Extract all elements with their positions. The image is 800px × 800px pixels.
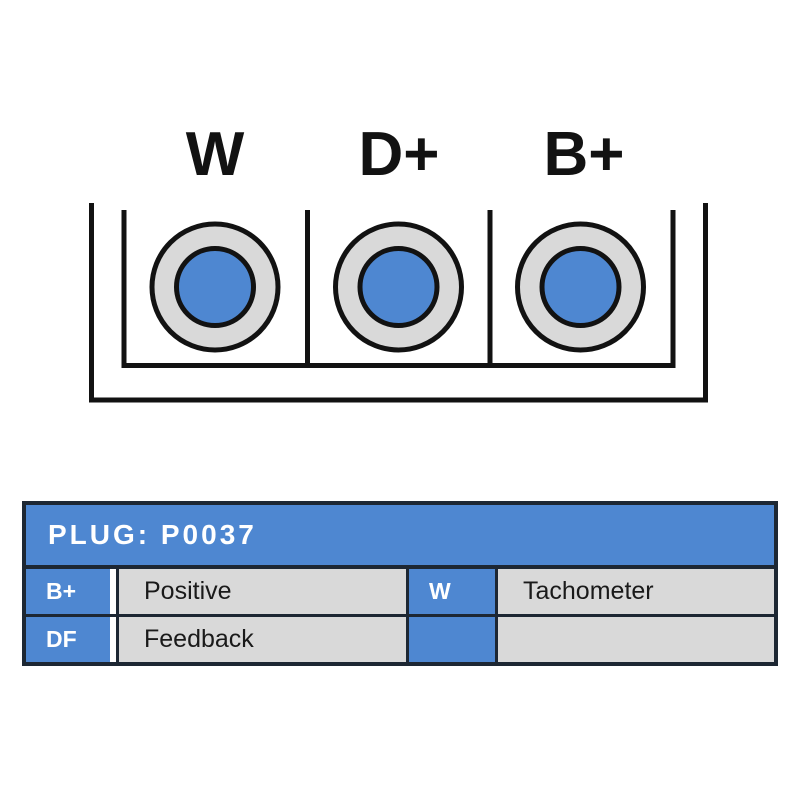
terminal-dplus-pin [357,246,440,328]
terminal-bplus-pin [539,246,622,328]
connector-diagram: W D+ B+ [89,120,708,403]
plug-table-body: B+ Positive W Tachometer DF Feedback [26,569,774,662]
desc-cell-empty [498,617,774,662]
plug-table: PLUG: P0037 B+ Positive W Tachometer DF … [22,501,778,666]
terminal-label-bplus: B+ [544,120,625,189]
desc-cell-feedback: Feedback [119,617,406,662]
plug-title: PLUG: P0037 [48,519,257,550]
terminal-label-dplus: D+ [359,120,440,189]
pin-label-w: W [409,569,495,614]
pin-label-empty [409,617,495,662]
plug-table-header: PLUG: P0037 [26,505,774,569]
desc-cell-positive: Positive [119,569,406,614]
pin-label-bplus: B+ [26,569,110,614]
connector-outer-housing [89,203,708,403]
pin-cell-bplus: B+ [26,569,116,614]
connector-inner-housing [121,210,676,368]
pin-cell-empty [409,617,495,662]
terminal-w-pin [174,246,256,328]
pin-cell-df: DF [26,617,116,662]
pin-label-df: DF [26,617,110,662]
terminal-label-w: W [186,120,245,189]
pin-cell-w: W [409,569,495,614]
desc-cell-tachometer: Tachometer [498,569,774,614]
